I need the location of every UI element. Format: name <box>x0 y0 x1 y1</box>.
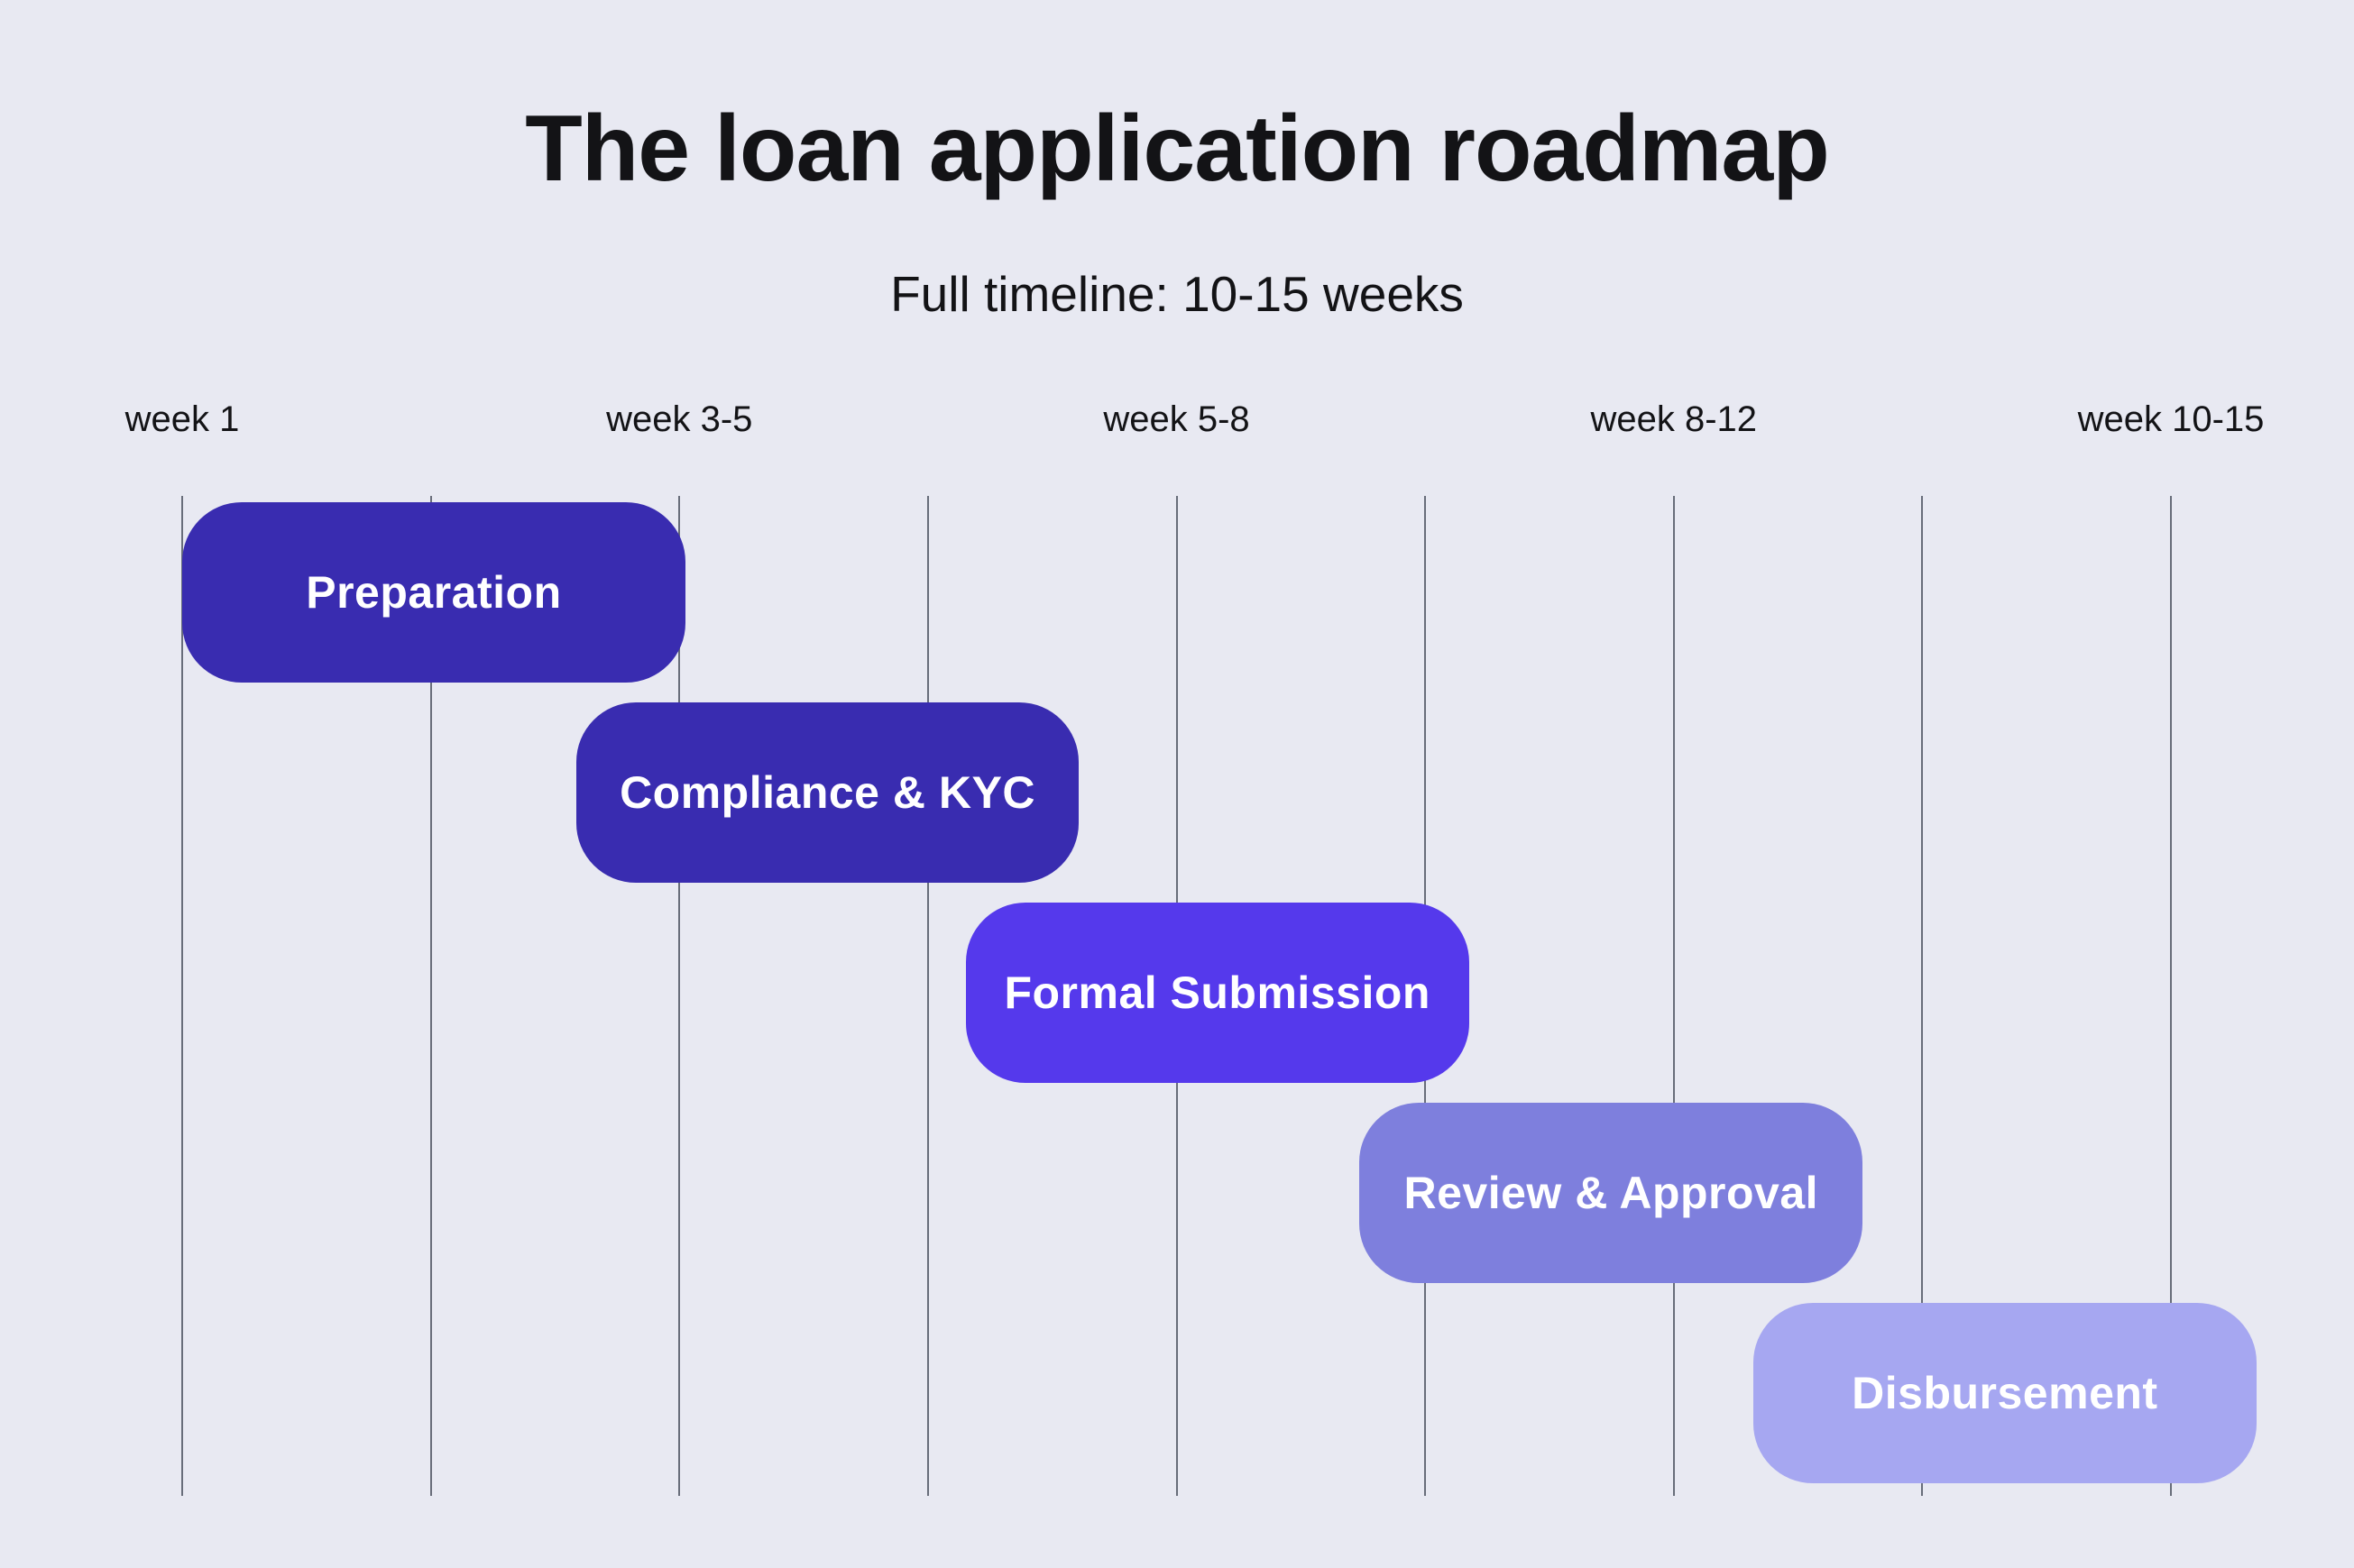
gridline <box>926 496 929 1496</box>
week-label: week 8-12 <box>1590 399 1758 439</box>
gridline <box>1921 496 1924 1496</box>
gridline <box>2170 496 2172 1496</box>
task-bar-disbursement: Disbursement <box>1752 1303 2257 1483</box>
page-subtitle: Full timeline: 10-15 weeks <box>890 266 1464 322</box>
week-labels-row: week 1 week 3-5 week 5-8 week 8-12 week 10-1… <box>125 397 2265 442</box>
page-title: The loan application roadmap <box>525 96 1830 201</box>
task-bar-label: Disbursement <box>1852 1368 2158 1418</box>
task-bar-label: Review & Approval <box>1403 1168 1819 1218</box>
task-bar-label: Preparation <box>306 567 562 618</box>
task-bar-label: Compliance & KYC <box>620 767 1035 818</box>
task-bar-label: Formal Submission <box>1004 967 1430 1018</box>
week-label: week 5-8 <box>1103 399 1250 439</box>
task-bar-preparation: Preparation <box>182 502 685 683</box>
gridline <box>429 496 432 1496</box>
week-label: week 10-15 <box>2077 399 2265 439</box>
gridline <box>678 496 681 1496</box>
task-bar-review-approval: Review & Approval <box>1359 1103 1863 1283</box>
task-bar-formal-submission: Formal Submission <box>965 903 1469 1083</box>
gridline <box>1672 496 1675 1496</box>
task-bar-compliance-kyc: Compliance & KYC <box>575 702 1080 883</box>
gridline <box>181 496 183 1496</box>
week-label: week 1 <box>124 399 240 439</box>
week-label: week 3-5 <box>606 399 753 439</box>
